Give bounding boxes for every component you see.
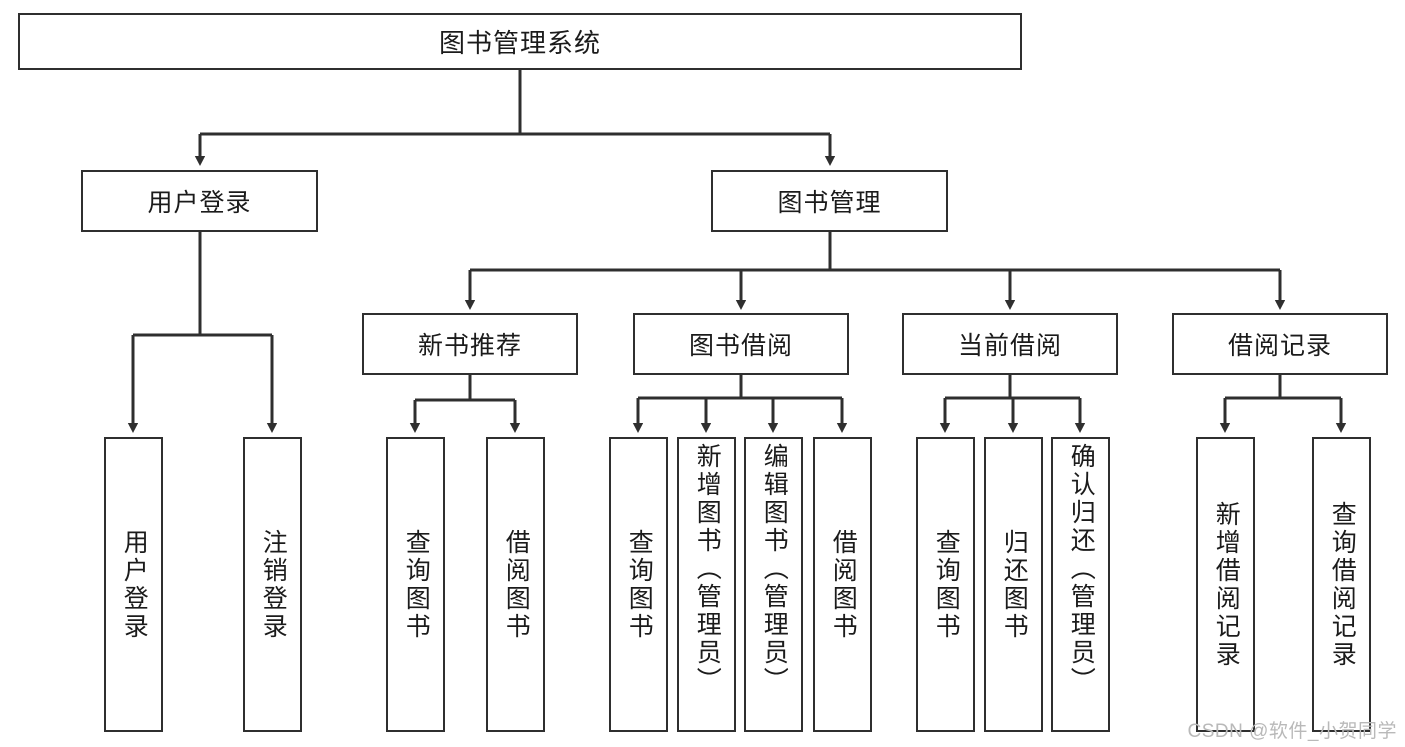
node-label: 图书管理系统 <box>438 28 601 58</box>
leaf-edit-book-admin[interactable]: 编辑图书（管理员） <box>744 437 803 732</box>
leaf-borrow-book-recommend[interactable]: 借阅图书 <box>486 437 545 732</box>
node-label: 查询图书 <box>402 528 431 641</box>
watermark: CSDN @软件_小贺同学 <box>1187 721 1397 742</box>
node-label: 用户登录 <box>147 189 252 217</box>
leaf-add-borrow-record[interactable]: 新增借阅记录 <box>1196 437 1255 732</box>
node-label: 新增图书（管理员） <box>693 443 722 695</box>
node-label: 当前借阅 <box>957 332 1062 360</box>
leaf-add-book-admin[interactable]: 新增图书（管理员） <box>677 437 736 732</box>
node-label: 借阅图书 <box>829 528 858 641</box>
node-borrow-record[interactable]: 借阅记录 <box>1172 313 1388 375</box>
leaf-confirm-return-admin[interactable]: 确认归还（管理员） <box>1051 437 1110 732</box>
leaf-user-logout[interactable]: 注销登录 <box>243 437 302 732</box>
node-label: 借阅图书 <box>502 528 531 641</box>
node-label: 编辑图书（管理员） <box>760 443 789 695</box>
leaf-query-book-recommend[interactable]: 查询图书 <box>386 437 445 732</box>
node-label: 借阅记录 <box>1227 332 1332 360</box>
leaf-return-book[interactable]: 归还图书 <box>984 437 1043 732</box>
leaf-borrow-book[interactable]: 借阅图书 <box>813 437 872 732</box>
node-root-library-system[interactable]: 图书管理系统 <box>18 13 1022 70</box>
node-label: 新书推荐 <box>417 332 522 360</box>
node-current-borrow[interactable]: 当前借阅 <box>902 313 1118 375</box>
leaf-query-borrow-record[interactable]: 查询借阅记录 <box>1312 437 1371 732</box>
node-label: 归还图书 <box>1000 528 1029 641</box>
node-label: 查询借阅记录 <box>1328 500 1357 669</box>
leaf-user-login[interactable]: 用户登录 <box>104 437 163 732</box>
node-user-login[interactable]: 用户登录 <box>81 170 318 232</box>
node-label: 图书借阅 <box>688 332 793 360</box>
node-label: 查询图书 <box>625 528 654 641</box>
leaf-query-book-current[interactable]: 查询图书 <box>916 437 975 732</box>
leaf-query-book-borrow[interactable]: 查询图书 <box>609 437 668 732</box>
node-label: 确认归还（管理员） <box>1067 443 1096 695</box>
node-label: 用户登录 <box>120 528 149 641</box>
node-book-borrow[interactable]: 图书借阅 <box>633 313 849 375</box>
node-new-book-recommend[interactable]: 新书推荐 <box>362 313 578 375</box>
node-book-management[interactable]: 图书管理 <box>711 170 948 232</box>
node-label: 注销登录 <box>259 528 288 641</box>
node-label: 图书管理 <box>777 189 882 217</box>
node-label: 新增借阅记录 <box>1212 500 1241 669</box>
node-label: 查询图书 <box>932 528 961 641</box>
